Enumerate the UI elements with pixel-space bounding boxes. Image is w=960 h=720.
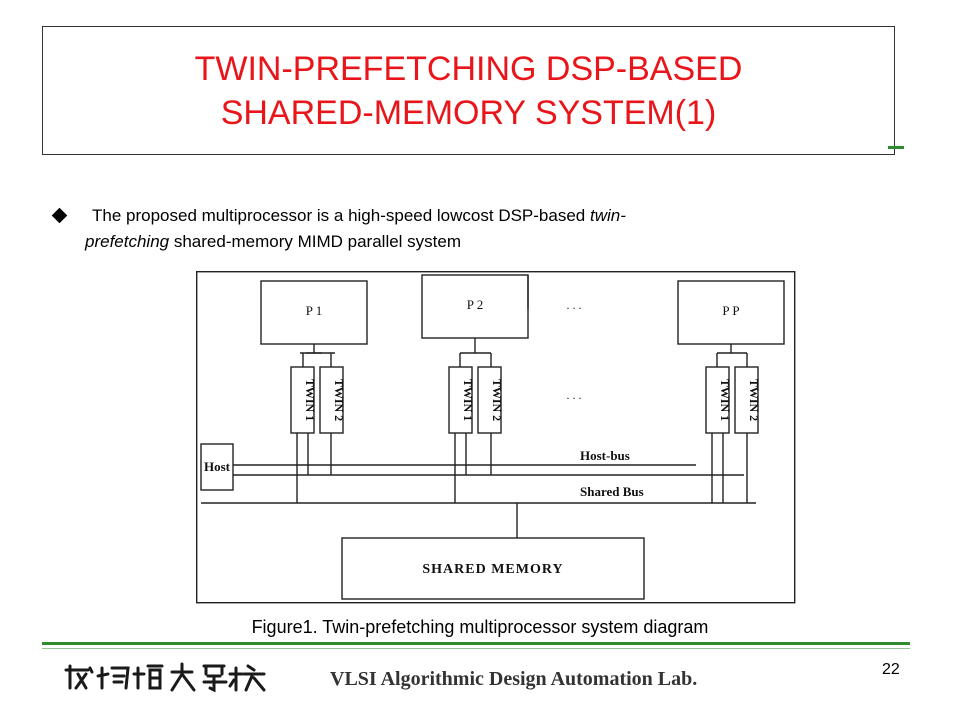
title-accent-mark	[888, 146, 904, 149]
bullet-line2: prefetching shared-memory MIMD parallel …	[85, 229, 862, 255]
bullet-text-italic1: twin-	[589, 206, 626, 225]
bullet-text-part4: shared-memory MIMD parallel system	[169, 232, 462, 251]
diagram-frame	[196, 271, 796, 604]
ellipsis-mid: . . .	[567, 388, 582, 402]
bullet-text: The proposed multiprocessor is a high-sp…	[85, 203, 862, 255]
slide-title-line1: TWIN-PREFETCHING DSP-BASED	[194, 49, 743, 88]
processor-label-p2: P 2	[467, 297, 484, 312]
system-diagram: P 1 P 2 P P . . . . . . TWIN 1 TWIN 2 TW…	[196, 271, 796, 604]
host-bus-label: Host-bus	[580, 448, 630, 463]
footer-divider	[42, 642, 910, 645]
twin2-label-p2: TWIN 2	[490, 379, 504, 421]
twin2-box-p2	[477, 366, 502, 434]
lab-name: VLSI Algorithmic Design Automation Lab.	[330, 668, 698, 690]
processor-label-p1: P 1	[306, 303, 323, 318]
host-label: Host	[204, 459, 231, 474]
twin1-label-p2: TWIN 1	[461, 379, 475, 421]
twin1-label-p1: TWIN 1	[303, 379, 317, 421]
diamond-bullet-icon	[51, 207, 68, 224]
processor-label-pp: P P	[722, 303, 739, 318]
bullet-text-part1: The proposed multiprocessor is a high-sp…	[92, 206, 590, 225]
twin1-box-pp	[705, 366, 730, 434]
figure-caption: Figure1. Twin-prefetching multiprocessor…	[251, 617, 709, 637]
twin1-box-p1	[290, 366, 315, 434]
twin2-label-pp: TWIN 2	[747, 379, 761, 421]
footer-divider-thin	[42, 648, 910, 649]
page-number: 22	[882, 661, 900, 678]
bullet-text-italic2: prefetching	[85, 232, 170, 251]
twin1-label-pp: TWIN 1	[718, 379, 732, 421]
shared-memory-box	[341, 537, 645, 600]
ellipsis-top: . . .	[567, 298, 582, 312]
shared-bus-label: Shared Bus	[580, 484, 644, 499]
school-logo	[64, 662, 266, 693]
host-box	[200, 443, 234, 491]
twin1-box-p2	[448, 366, 473, 434]
shared-memory-label: SHARED MEMORY	[422, 562, 563, 577]
slide-title-line2: SHARED-MEMORY SYSTEM(1)	[220, 93, 717, 132]
twin2-label-p1: TWIN 2	[332, 379, 346, 421]
title-box: TWIN-PREFETCHING DSP-BASED SHARED-MEMORY…	[42, 26, 895, 155]
